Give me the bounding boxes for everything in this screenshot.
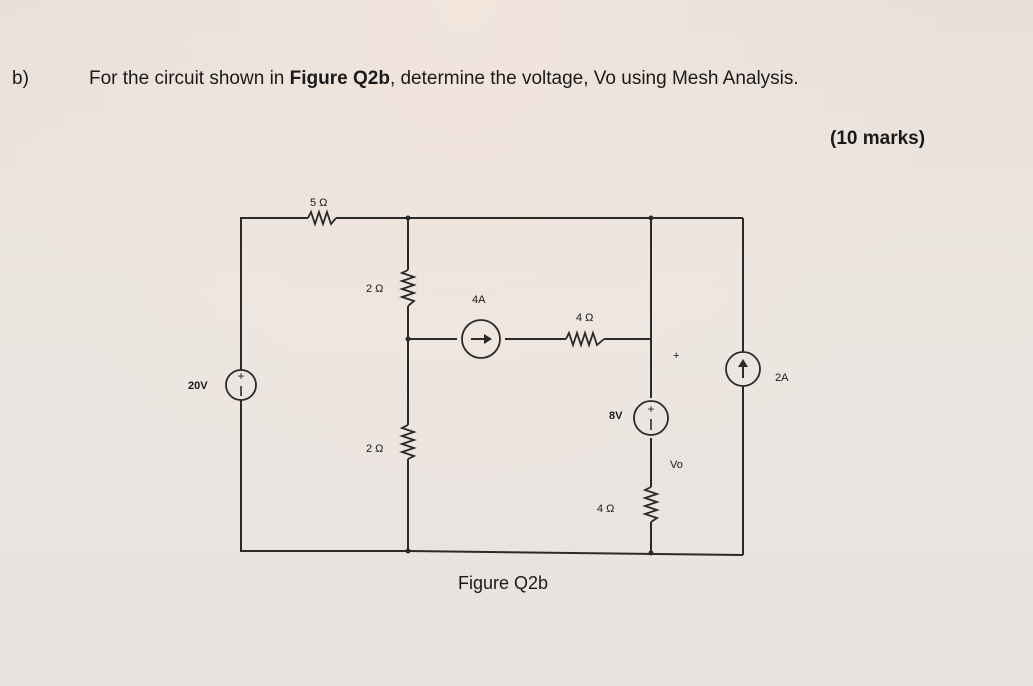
junction-top-mid <box>405 215 411 221</box>
junction-mid-left <box>405 336 411 342</box>
label-r-mid-upper: 2 Ω <box>366 283 383 295</box>
label-v-source-right: 8V <box>609 410 623 422</box>
circuit-wires <box>240 217 744 556</box>
label-r-mid-lower: 2 Ω <box>366 443 383 455</box>
label-r-horizontal: 4 Ω <box>576 312 593 324</box>
wire-left-bottom <box>240 400 408 552</box>
resistor-4ohm-right <box>642 486 660 523</box>
current-source-4a <box>461 319 501 359</box>
junctions <box>405 215 654 556</box>
label-vo-plus: + <box>673 350 679 362</box>
figure-reference: Figure Q2b <box>289 68 390 89</box>
wire-left-top <box>240 217 308 370</box>
wire-bottom <box>407 550 744 556</box>
resistor-2ohm-upper <box>399 269 417 307</box>
question-text-after: , determine the voltage, Vo using Mesh A… <box>389 68 799 89</box>
label-i-source-right: 2A <box>775 372 789 384</box>
current-source-2a <box>725 351 761 387</box>
label-vo: Vo <box>670 459 683 471</box>
label-i-source-mid: 4A <box>472 294 486 306</box>
svg-text:+: + <box>647 402 654 416</box>
label-r-right-lower: 4 Ω <box>597 503 614 515</box>
question-text: For the circuit shown in Figure Q2b, det… <box>89 68 799 90</box>
junction-bottom-right <box>648 550 654 556</box>
resistor-2ohm-lower <box>399 424 417 460</box>
label-r-top: 5 Ω <box>310 197 327 209</box>
resistor-4ohm-horizontal <box>565 330 605 348</box>
question-label: b) <box>12 68 29 89</box>
label-v-source-left: 20V <box>188 380 208 392</box>
resistor-5ohm <box>307 209 337 227</box>
voltage-source-20v: + <box>225 369 257 401</box>
voltage-source-8v: + <box>633 400 669 436</box>
marks-label: (10 marks) <box>830 128 926 149</box>
junction-bottom-mid <box>405 548 411 554</box>
junction-top-right <box>648 215 654 221</box>
question-text-before: For the circuit shown in <box>89 68 290 89</box>
svg-text:+: + <box>237 369 244 383</box>
figure-caption: Figure Q2b <box>458 573 549 593</box>
